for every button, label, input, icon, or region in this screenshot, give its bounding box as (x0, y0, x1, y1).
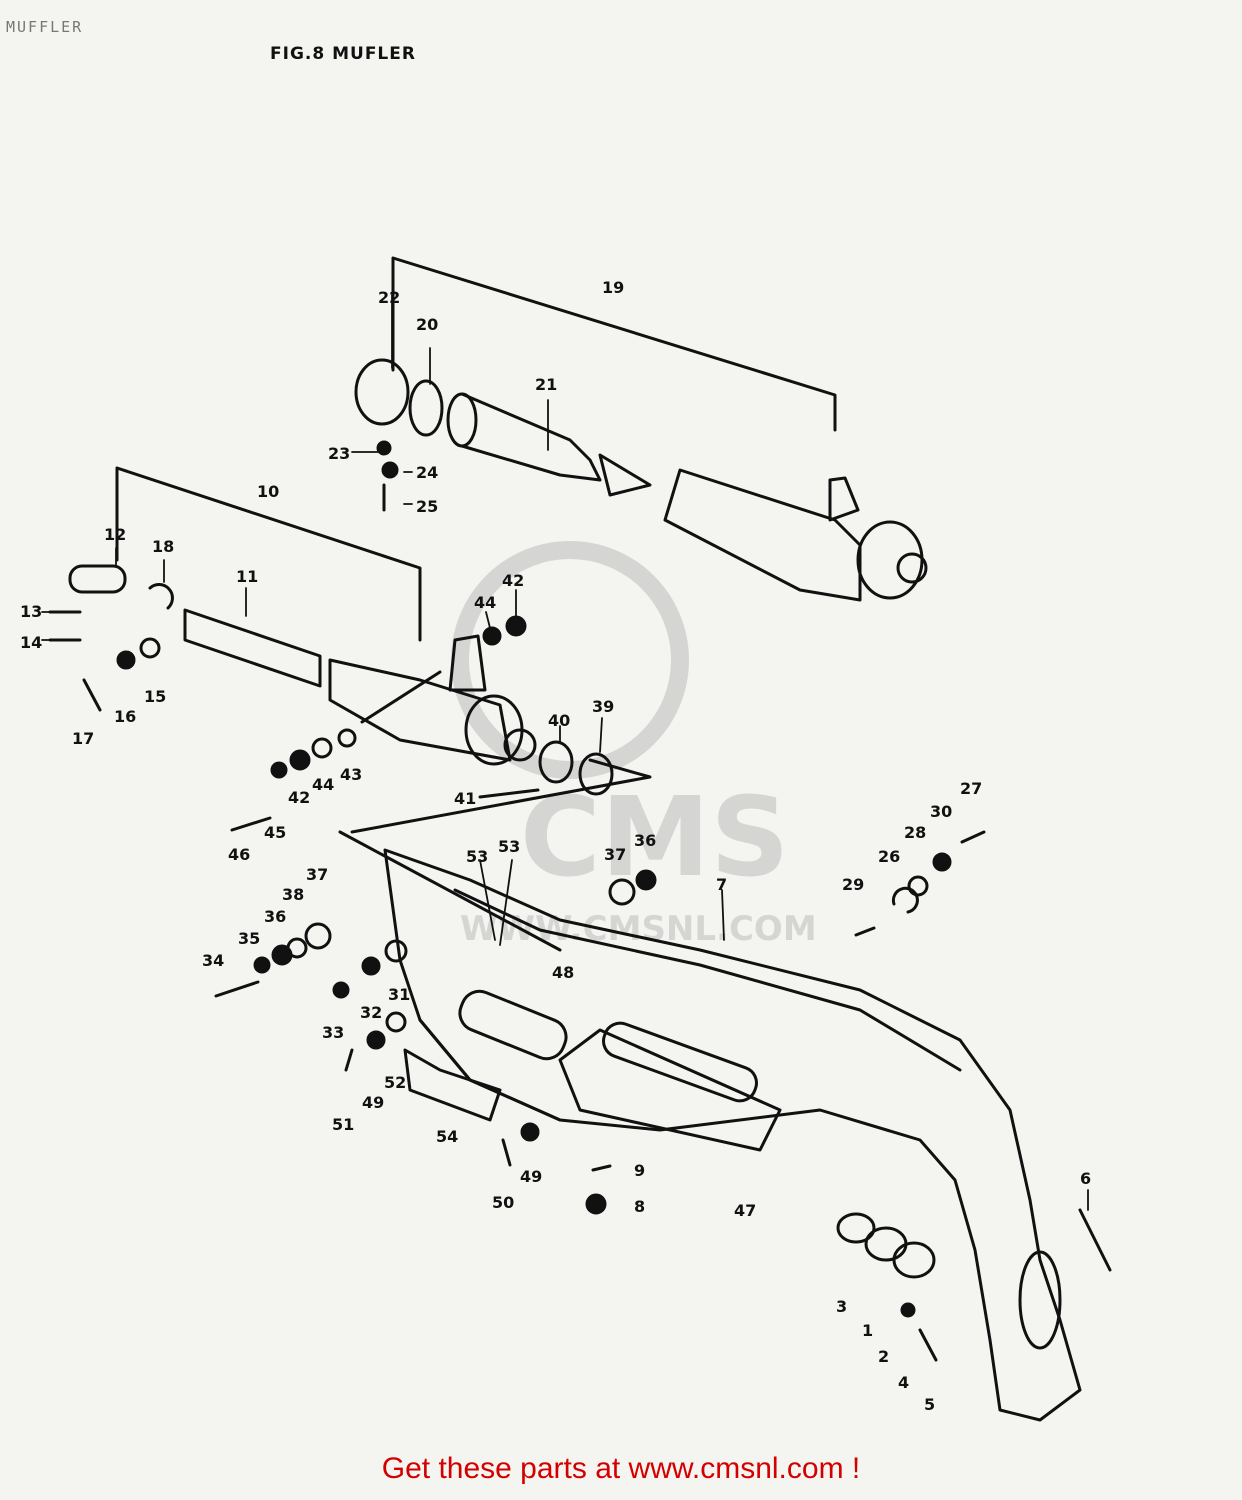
callout-34: 34 (202, 951, 224, 970)
figure-title: FIG.8 MUFLER (270, 44, 416, 64)
callout-51: 51 (332, 1115, 354, 1134)
callout-18: 18 (152, 537, 174, 556)
callout-37b: 37 (604, 845, 626, 864)
callout-12: 12 (104, 525, 126, 544)
callout-46: 46 (228, 845, 250, 864)
callout-48: 48 (552, 963, 574, 982)
callout-49b: 49 (520, 1167, 542, 1186)
callout-39: 39 (592, 697, 614, 716)
assembly-bracket-10 (115, 466, 422, 642)
callout-36: 36 (264, 907, 286, 926)
callout-7: 7 (716, 875, 727, 894)
callout-6: 6 (1080, 1169, 1091, 1188)
callout-40: 40 (548, 711, 570, 730)
callout-43: 43 (340, 765, 362, 784)
callout-37: 37 (306, 865, 328, 884)
callout-11: 11 (236, 567, 258, 586)
callout-53b: 53 (498, 837, 520, 856)
muffler-exploded-diagram: 19 22 20 21 23 24 25 10 12 18 11 13 14 1… (20, 256, 1112, 1422)
callout-53: 53 (466, 847, 488, 866)
callout-2: 2 (878, 1347, 889, 1366)
callout-22: 22 (378, 288, 400, 307)
upper-silencer-assembly (354, 358, 928, 602)
callout-38: 38 (282, 885, 304, 904)
callout-19: 19 (602, 278, 624, 297)
callout-33: 33 (322, 1023, 344, 1042)
callout-42b: 42 (288, 788, 310, 807)
callout-54: 54 (436, 1127, 458, 1146)
callout-44: 44 (474, 593, 496, 612)
callout-23: 23 (328, 444, 350, 463)
callout-17: 17 (72, 729, 94, 748)
callout-13: 13 (20, 602, 42, 621)
callout-49: 49 (362, 1093, 384, 1112)
callout-21: 21 (535, 375, 557, 394)
callout-52: 52 (384, 1073, 406, 1092)
callout-45: 45 (264, 823, 286, 842)
page-header-text: MUFFLER (6, 18, 84, 36)
callout-42: 42 (502, 571, 524, 590)
callout-14: 14 (20, 633, 42, 652)
callout-28: 28 (904, 823, 926, 842)
cmsnl-parts-link[interactable]: Get these parts at www.cmsnl.com ! (381, 1452, 861, 1485)
callout-29: 29 (842, 875, 864, 894)
callout-1: 1 (862, 1321, 873, 1340)
callout-30: 30 (930, 802, 952, 821)
callout-35: 35 (238, 929, 260, 948)
callout-5: 5 (924, 1395, 935, 1414)
leader-lines (41, 294, 1089, 1211)
callout-31: 31 (388, 985, 410, 1004)
callout-25: 25 (416, 497, 438, 516)
callout-50: 50 (492, 1193, 514, 1212)
callout-16: 16 (114, 707, 136, 726)
callout-10: 10 (257, 482, 279, 501)
callout-27: 27 (960, 779, 982, 798)
callout-15: 15 (144, 687, 166, 706)
callout-8: 8 (634, 1197, 645, 1216)
callout-41: 41 (454, 789, 476, 808)
assembly-bracket-19 (391, 256, 837, 432)
callout-44b: 44 (312, 775, 334, 794)
hardware-items (48, 440, 1112, 1362)
callout-32: 32 (360, 1003, 382, 1022)
callout-20: 20 (416, 315, 438, 334)
main-muffler-body (338, 758, 1082, 1422)
callout-47: 47 (734, 1201, 756, 1220)
callout-labels: 19 22 20 21 23 24 25 10 12 18 11 13 14 1… (20, 278, 1091, 1414)
callout-4: 4 (898, 1373, 909, 1392)
callout-26: 26 (878, 847, 900, 866)
callout-3: 3 (836, 1297, 847, 1316)
lower-silencer-assembly (68, 564, 537, 766)
callout-9: 9 (634, 1161, 645, 1180)
callout-24: 24 (416, 463, 438, 482)
callout-36b: 36 (634, 831, 656, 850)
